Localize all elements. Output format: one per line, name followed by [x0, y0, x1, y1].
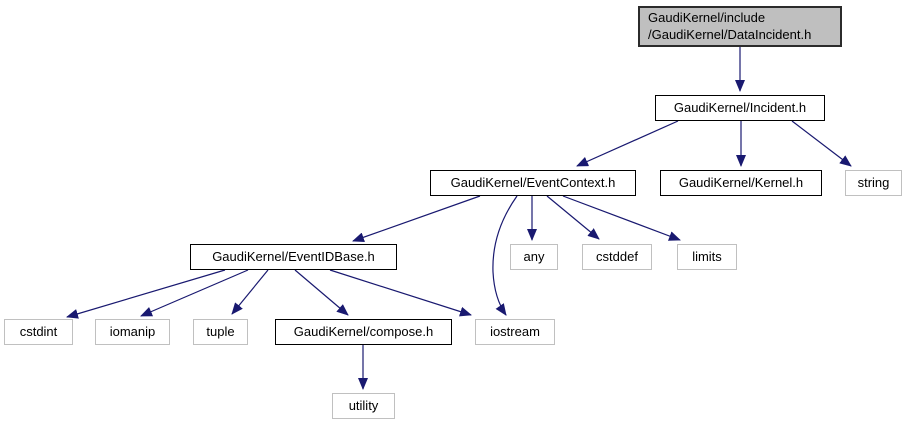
edge-eventidbase-compose: [294, 269, 349, 316]
node-eventidbase-label: GaudiKernel/EventIDBase.h: [212, 248, 375, 264]
node-utility: utility: [332, 393, 395, 419]
node-kernel-label: GaudiKernel/Kernel.h: [678, 174, 804, 190]
node-dataincident-label-line2: /GaudiKernel/DataIncident.h: [648, 26, 812, 42]
node-iomanip: iomanip: [95, 319, 170, 345]
node-eventidbase[interactable]: GaudiKernel/EventIDBase.h: [190, 244, 397, 270]
node-iomanip-label: iomanip: [109, 323, 156, 339]
node-eventcontext[interactable]: GaudiKernel/EventContext.h: [430, 170, 636, 196]
node-incident-label: GaudiKernel/Incident.h: [673, 99, 807, 115]
node-eventcontext-label: GaudiKernel/EventContext.h: [450, 174, 616, 190]
edge-incident-eventcontext: [576, 120, 679, 167]
node-cstdint-label: cstdint: [19, 323, 58, 339]
edge-eventidbase-iomanip: [140, 269, 249, 317]
node-cstddef-label: cstddef: [596, 248, 638, 264]
node-cstdint: cstdint: [4, 319, 73, 345]
edge-eventidbase-cstdint: [66, 269, 226, 319]
node-incident[interactable]: GaudiKernel/Incident.h: [655, 95, 825, 121]
node-any-label: any: [523, 248, 545, 264]
node-string-label: string: [857, 174, 890, 190]
node-tuple-label: tuple: [206, 323, 235, 339]
node-cstddef: cstddef: [582, 244, 652, 270]
node-utility-label: utility: [348, 397, 379, 413]
node-string: string: [845, 170, 902, 196]
node-limits: limits: [677, 244, 737, 270]
edge-eventcontext-eventidbase: [352, 195, 481, 243]
edge-eventidbase-iostream: [329, 269, 472, 317]
edge-incident-string: [791, 120, 852, 167]
node-iostream: iostream: [475, 319, 555, 345]
node-dataincident-label-line1: GaudiKernel/include: [648, 10, 766, 26]
node-tuple: tuple: [193, 319, 248, 345]
edge-eventcontext-limits: [562, 195, 681, 241]
node-kernel[interactable]: GaudiKernel/Kernel.h: [660, 170, 822, 196]
edge-eventidbase-tuple: [231, 269, 269, 315]
edge-eventcontext-cstddef: [546, 195, 600, 240]
node-any: any: [510, 244, 558, 270]
node-compose-label: GaudiKernel/compose.h: [293, 323, 434, 339]
node-compose[interactable]: GaudiKernel/compose.h: [275, 319, 452, 345]
node-limits-label: limits: [692, 248, 722, 264]
node-iostream-label: iostream: [490, 323, 540, 339]
edge-eventcontext-iostream: [492, 195, 518, 316]
node-dataincident-root: GaudiKernel/include /GaudiKernel/DataInc…: [638, 6, 842, 47]
